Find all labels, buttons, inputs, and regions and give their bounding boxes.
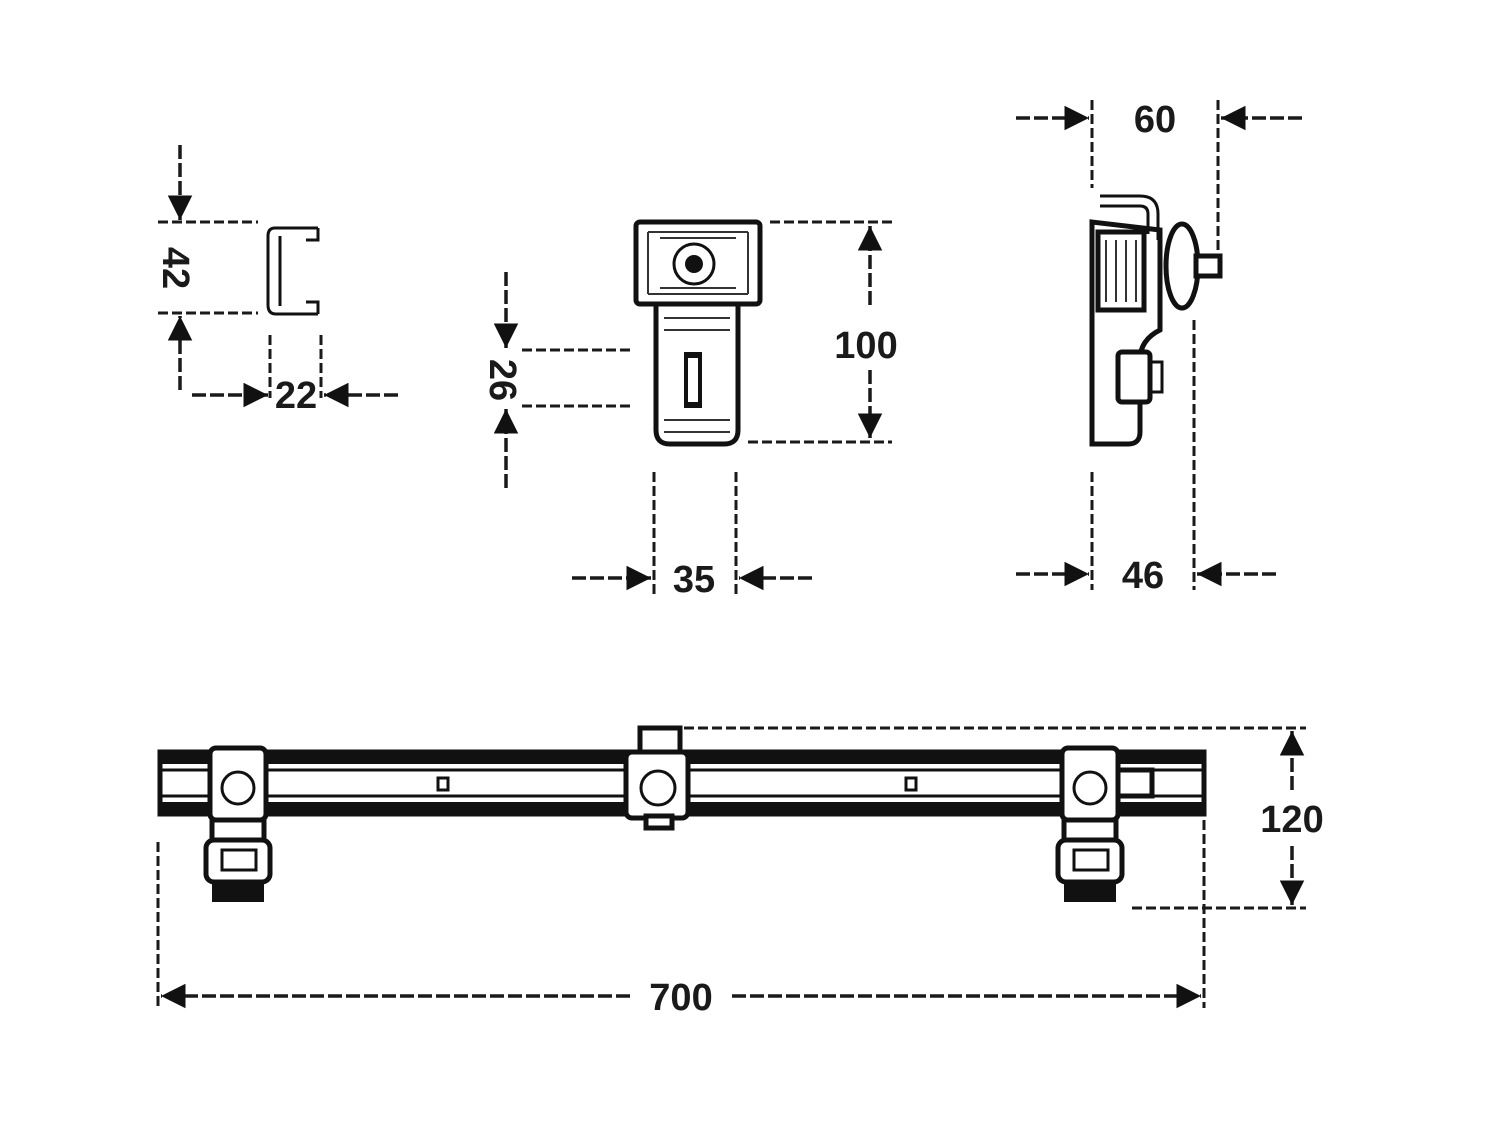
- rail-assembly-view: 120 700: [156, 725, 1324, 1019]
- rail-bracket-center: [623, 725, 691, 831]
- side-knob: [1163, 221, 1201, 311]
- channel-profile: [266, 226, 320, 316]
- bracket-front-view: 26 100 35: [481, 219, 898, 601]
- side-clip: [1115, 349, 1153, 405]
- channel-profile-view: 42 22: [154, 145, 398, 417]
- bracket-side-view: 60 46: [1016, 99, 1302, 597]
- rail-bracket-right: [1055, 745, 1155, 902]
- dim-rail-length: 700: [649, 977, 712, 1019]
- dim-side-top: 60: [1134, 99, 1176, 141]
- dim-channel-height: 42: [154, 247, 196, 289]
- dim-rail-height: 120: [1260, 799, 1323, 841]
- dim-side-bottom: 46: [1122, 555, 1164, 597]
- dim-bracket-height: 100: [834, 325, 897, 367]
- dim-bracket-width: 35: [673, 559, 715, 601]
- dim-channel-width: 22: [275, 375, 317, 417]
- dim-bracket-slot: 26: [481, 359, 523, 401]
- rail-bracket-left: [203, 745, 273, 902]
- side-screw: [1193, 253, 1223, 279]
- side-hook: [1100, 194, 1160, 240]
- bracket-bolt: [672, 242, 716, 286]
